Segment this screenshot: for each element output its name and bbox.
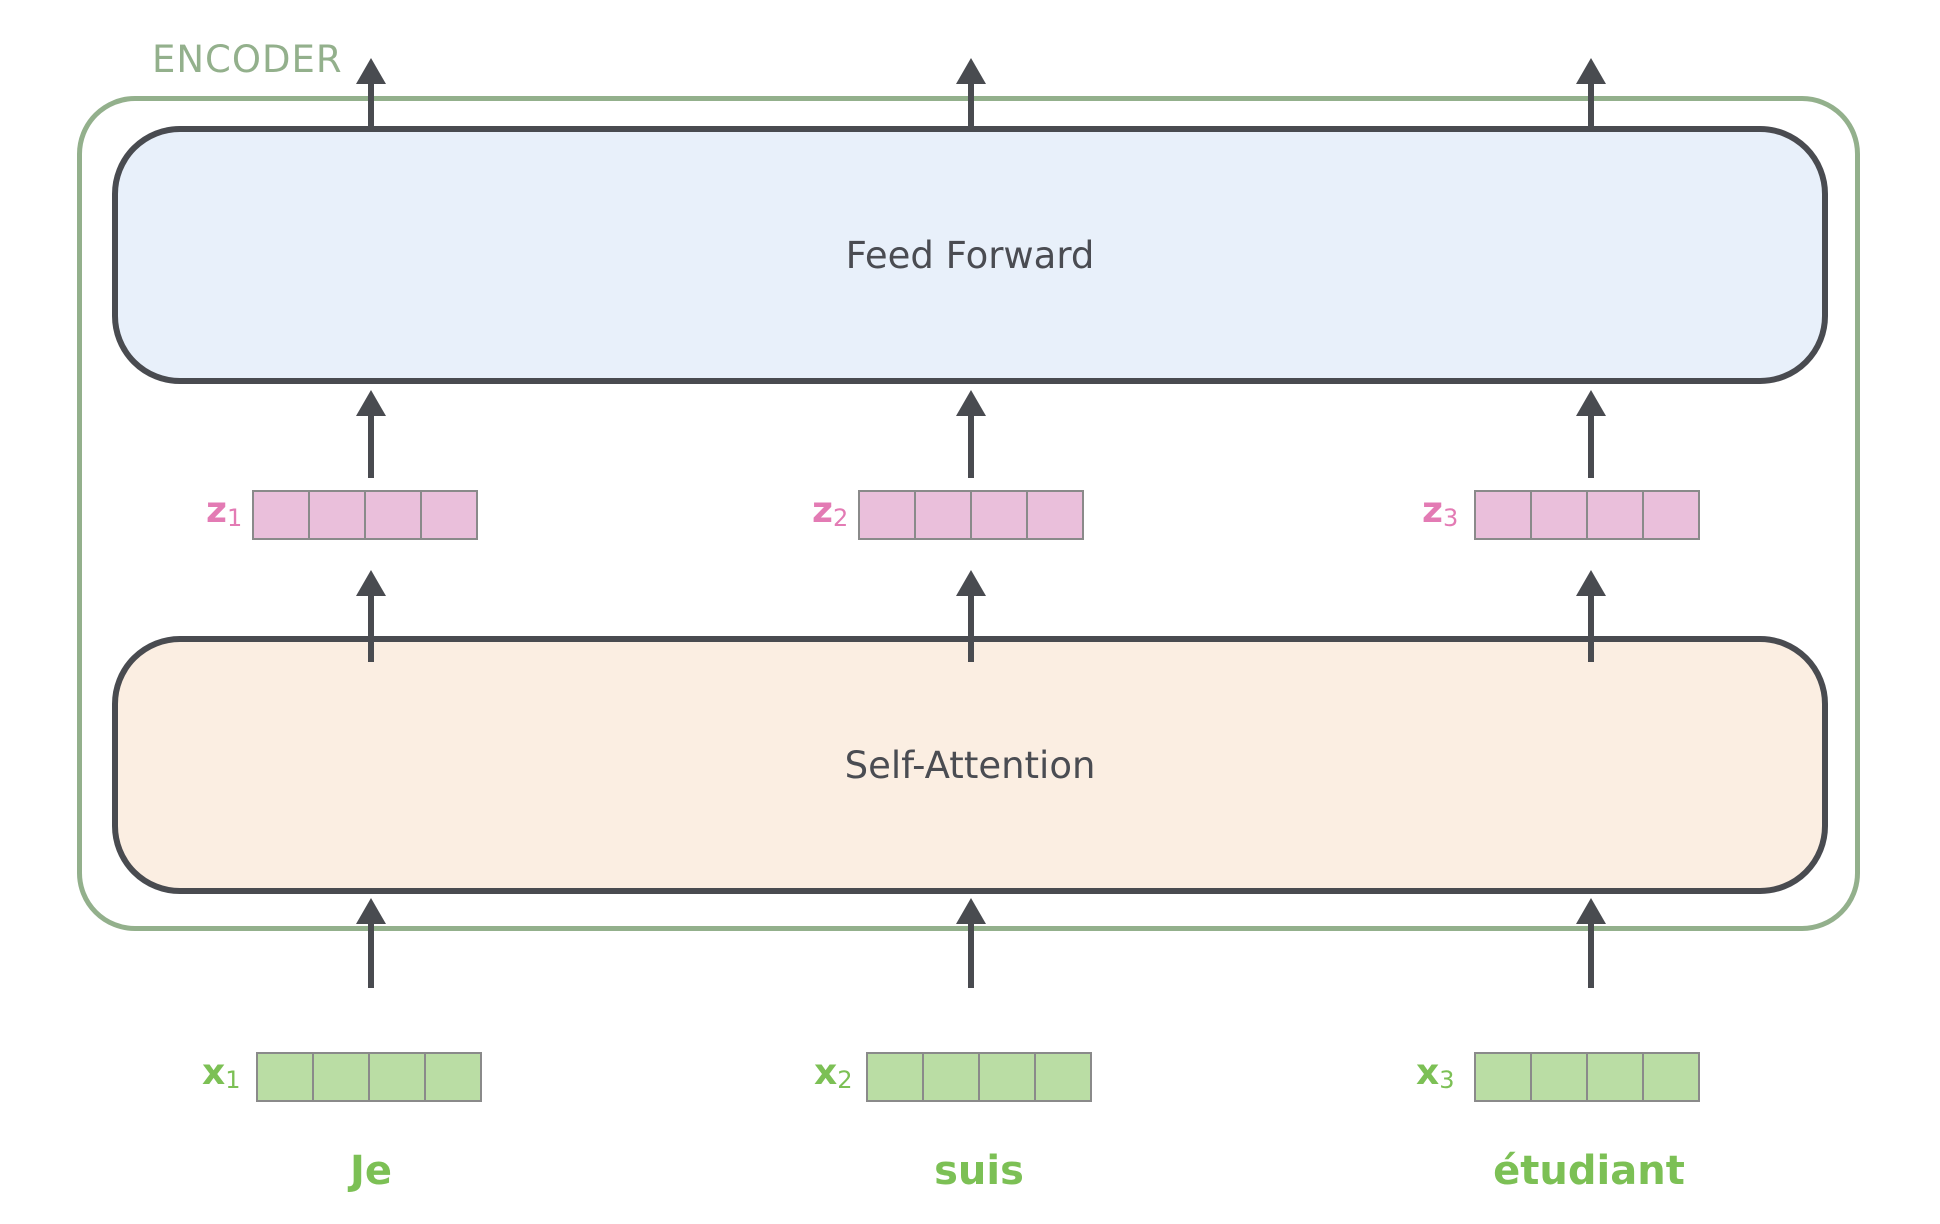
ffn-input-arrow [356,390,386,478]
x-vector [256,1052,482,1102]
ffn-input-arrow [1576,390,1606,478]
feed-forward-block: Feed Forward [112,126,1828,384]
output-arrow [356,58,386,126]
z-vector [252,490,478,540]
z-vector [858,490,1084,540]
x-arrow [356,898,386,988]
self-attention-label: Self-Attention [844,743,1096,787]
z-arrow [1576,570,1606,662]
z-arrow [956,570,986,662]
input-word: Je [349,1148,393,1194]
z-arrow [356,570,386,662]
x-arrow [1576,898,1606,988]
z-vector [1474,490,1700,540]
x-vector [866,1052,1092,1102]
input-word: étudiant [1493,1148,1685,1194]
encoder-label: ENCODER [152,38,343,81]
z-label: z1 [206,490,243,532]
x-vector [1474,1052,1700,1102]
z-label: z2 [812,490,849,532]
x-arrow [956,898,986,988]
input-word: suis [934,1148,1024,1194]
x-label: x3 [1416,1052,1455,1094]
output-arrow [956,58,986,126]
x-label: x2 [814,1052,853,1094]
z-label: z3 [1422,490,1459,532]
self-attention-block: Self-Attention [112,636,1828,894]
output-arrow [1576,58,1606,126]
feed-forward-label: Feed Forward [845,233,1095,277]
x-label: x1 [202,1052,241,1094]
ffn-input-arrow [956,390,986,478]
